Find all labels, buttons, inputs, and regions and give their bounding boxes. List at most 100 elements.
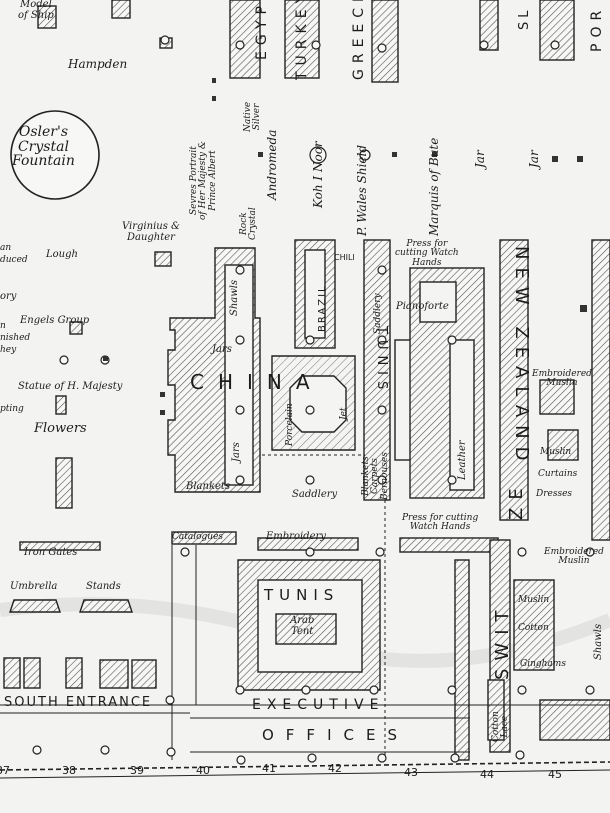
stand-top-r1 [479, 0, 499, 51]
column-circle [235, 475, 245, 485]
column-circle [585, 685, 595, 695]
oslers-fountain [10, 110, 100, 200]
column-circle [517, 685, 527, 695]
column-circle [165, 695, 175, 705]
label-blankets-1: Blankets [186, 481, 231, 492]
column-circle [301, 685, 311, 695]
label-jars-1: Jars [212, 344, 232, 355]
pianoforte-inner [419, 281, 457, 323]
region-new-zealand: NEW ZEALAND [511, 246, 532, 469]
column-circle [235, 265, 245, 275]
label-oslers-fountain: Osler's Crystal Fountain [12, 124, 75, 170]
marker [212, 96, 216, 101]
label-press-hands-2: Press for cutting Watch Hands [402, 513, 479, 533]
label-jar-2: Jar [527, 150, 541, 168]
catalogues-bar [171, 531, 237, 545]
label-sevres-portrait: Sevres Portrait of Her Majesty & Prince … [189, 141, 218, 220]
column-number: 43 [404, 766, 418, 779]
se-stand-2 [23, 657, 41, 689]
lower-right-block [539, 699, 610, 741]
column-number: 42 [328, 762, 342, 775]
label-fragment-ory: ory [0, 291, 17, 302]
column-circle [447, 335, 457, 345]
column-circle [166, 747, 176, 757]
region-swit: SWIT [492, 602, 513, 680]
column-circle [359, 149, 371, 161]
column-circle [450, 753, 460, 763]
marker [577, 156, 583, 162]
label-jars-2: Jars [231, 442, 242, 462]
label-embroidered-muslin-2: Embroidered Muslin [544, 547, 604, 567]
column-line-2 [0, 769, 610, 779]
column-circle [309, 146, 327, 164]
label-blankets-2: Blankets Carpets Bernouses [361, 452, 390, 500]
virginius-stand [154, 251, 172, 267]
label-shawls-2: Shawls [593, 623, 604, 660]
column-circle [235, 335, 245, 345]
column-circle [307, 753, 317, 763]
region-zealand-fragment: ZE [506, 480, 527, 520]
leather-inner [449, 339, 475, 491]
column-circle [235, 685, 245, 695]
column-circle [100, 745, 110, 755]
region-turkey: TURKEY [294, 0, 310, 80]
column-circle [377, 335, 387, 345]
marker [258, 152, 263, 157]
se-stand-4 [99, 659, 129, 689]
label-marquis-of-bute: Marquis of Bute [427, 137, 441, 236]
column-circle [585, 547, 595, 557]
stand-top-1 [111, 0, 131, 19]
label-engels-group: Engels Group [20, 315, 90, 326]
region-tunis-vertical: TUNIS [374, 326, 389, 396]
column-circle [369, 685, 379, 695]
column-circle [377, 43, 387, 53]
label-cotton-lace: Cotton Lace [491, 711, 511, 742]
column-circle [59, 355, 69, 365]
label-flowers: Flowers [34, 421, 87, 436]
engels-stand [69, 321, 83, 335]
marker [580, 305, 587, 312]
region-portugal: POR [589, 4, 605, 52]
column-number: 37 [0, 764, 10, 777]
new-zealand-column [499, 239, 529, 521]
marker [212, 78, 216, 83]
label-embroidery: Embroidery [266, 531, 326, 542]
cotton-lace-stand [487, 679, 505, 741]
marker [552, 156, 558, 162]
region-brazil: BRAZIL [317, 284, 328, 332]
region-sl: SL [517, 6, 532, 31]
label-saddlery-1: Saddlery [292, 489, 338, 500]
label-curtains: Curtains [538, 469, 578, 479]
region-executive: EXECUTIVE [252, 697, 385, 713]
label-dresses: Dresses [536, 489, 573, 499]
column-number: 45 [548, 768, 562, 781]
label-embroidered-muslin-1: Embroidered Muslin [532, 369, 592, 389]
column-number: 41 [262, 762, 276, 775]
label-stands: Stands [86, 581, 121, 592]
label-arab-tent: Arab Tent [290, 615, 315, 637]
stand-turkey [284, 0, 320, 79]
column-line [0, 761, 610, 771]
column-circle [447, 685, 457, 695]
se-stand-5 [131, 659, 157, 689]
press-bar [399, 537, 499, 553]
label-jar-1: Jar [473, 150, 487, 168]
umbrella-case [9, 599, 61, 613]
iron-gates [19, 541, 101, 551]
label-ginghams: Ginghams [520, 659, 566, 669]
label-pianoforte: Pianoforte [396, 301, 449, 312]
column-number: 44 [480, 768, 494, 781]
marker [160, 410, 165, 415]
column-circle [180, 547, 190, 557]
label-fragment-duced: duced [0, 255, 28, 265]
column-circle [375, 547, 385, 557]
lower-column-2 [454, 559, 470, 761]
column-circle [160, 35, 170, 45]
label-koh-i-noor: Koh I Noor [311, 141, 325, 208]
label-fragment-nished: nished [0, 333, 31, 343]
label-rock-crystal: Rock Crystal [239, 207, 259, 240]
se-stand-1 [3, 657, 21, 689]
flowers-stand [55, 457, 73, 509]
label-virginius: Virginius & Daughter [122, 221, 180, 243]
stands-case [79, 599, 133, 613]
